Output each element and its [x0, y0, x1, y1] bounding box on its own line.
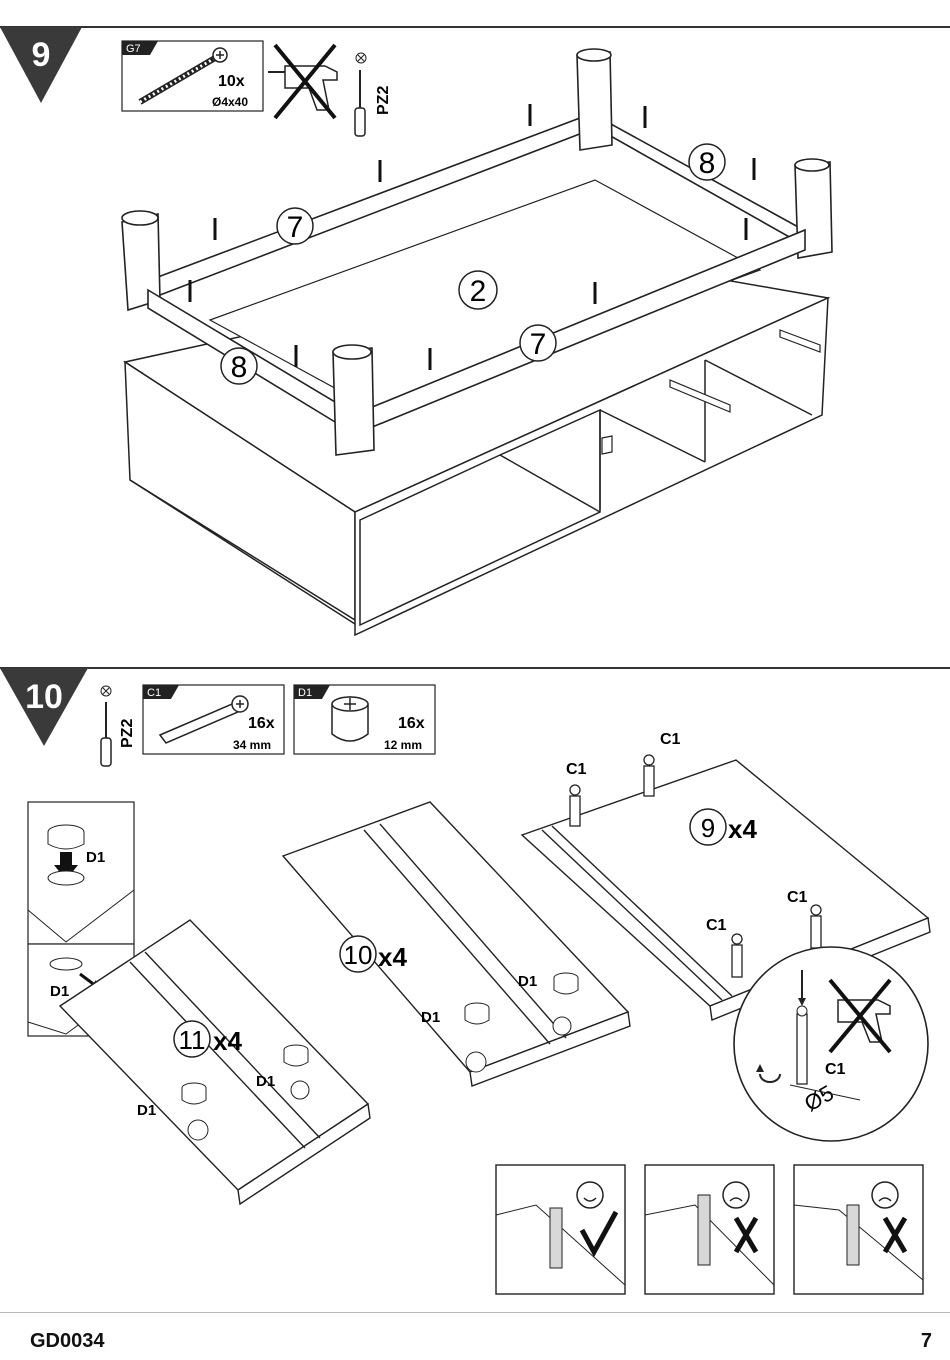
- document-code: GD0034: [30, 1330, 105, 1352]
- cam-lock-icon: [181, 1044, 310, 1141]
- svg-text:8: 8: [231, 351, 248, 384]
- c1-label: C1: [566, 761, 587, 778]
- cam-lock-icon: [464, 972, 579, 1073]
- no-drill-icon: [828, 978, 892, 1054]
- footer-rule: [0, 1312, 950, 1313]
- screw-icon: [138, 47, 228, 105]
- panel-11: [58, 919, 371, 1206]
- d1-label: D1: [421, 1009, 440, 1026]
- d1-label: D1: [137, 1102, 156, 1119]
- part-label-8-right: 8: [688, 143, 726, 181]
- frown-icon: [722, 1181, 750, 1209]
- drawer-runner: [601, 329, 821, 455]
- svg-text:x4: x4: [213, 1026, 242, 1056]
- svg-text:8: 8: [699, 147, 716, 180]
- cross-icon: [733, 1216, 759, 1254]
- step-9-badge: [0, 27, 82, 103]
- no-drill-icon: [268, 43, 338, 120]
- part-labels: 7 8 2 7 8: [220, 143, 726, 385]
- c1-label: C1: [660, 731, 681, 748]
- d1-label: D1: [256, 1073, 275, 1090]
- svg-text:2: 2: [470, 275, 487, 308]
- frown-icon: [871, 1181, 899, 1209]
- part-label-7-front: 7: [519, 324, 557, 362]
- d1-label: D1: [518, 973, 537, 990]
- part-label-8-left: 8: [220, 347, 258, 385]
- hardware-code: C1: [147, 687, 161, 699]
- hardware-size: 12 mm: [384, 738, 422, 752]
- screw-set: [188, 104, 756, 370]
- step-9-number: 9: [32, 36, 51, 74]
- hardware-g7-box: G7 10x Ø4x40: [121, 40, 264, 112]
- hardware-quantity: 16x: [398, 715, 425, 732]
- part-label-2: 2: [458, 270, 498, 310]
- c1-insert-detail: C1 Ø5: [733, 946, 929, 1142]
- cam-bolt-icon: [569, 754, 822, 978]
- cam-lock-icon: [331, 696, 369, 742]
- c1-label: C1: [825, 1061, 846, 1078]
- svg-text:x4: x4: [378, 942, 407, 972]
- hardware-size: 34 mm: [233, 738, 271, 752]
- hardware-size: Ø4x40: [212, 95, 248, 109]
- panel-10: [281, 801, 631, 1087]
- hardware-code: D1: [298, 687, 312, 699]
- step-10-illustration: 10 PZ2 C1 16x 34 mm D1 16x 12 mm: [0, 667, 950, 1295]
- c1-label: C1: [706, 917, 727, 934]
- hardware-c1-box: C1 16x 34 mm: [142, 684, 285, 755]
- check-icon: [579, 1210, 619, 1258]
- screwdriver-icon: [100, 685, 112, 767]
- panel-9-label: 9 x4: [689, 808, 757, 846]
- svg-text:D1: D1: [86, 849, 105, 866]
- svg-text:7: 7: [287, 211, 304, 244]
- cam-bolt-icon: [158, 695, 249, 744]
- hardware-d1-box: D1 16x 12 mm: [293, 684, 436, 755]
- check-boxes: [495, 1164, 924, 1295]
- svg-text:7: 7: [530, 328, 547, 361]
- step-9-illustration: 9 G7 10x Ø4x40 PZ2: [0, 26, 950, 637]
- c1-label: C1: [787, 889, 808, 906]
- step-10-badge: [0, 668, 88, 746]
- svg-text:9: 9: [701, 813, 715, 843]
- svg-text:10: 10: [344, 940, 373, 970]
- page-number: 7: [920, 1330, 932, 1352]
- tool-label: PZ2: [119, 719, 136, 748]
- hardware-quantity: 16x: [248, 715, 275, 732]
- tool-label: PZ2: [375, 86, 392, 115]
- cross-icon: [882, 1216, 908, 1254]
- panel-10-label: 10 x4: [339, 935, 407, 973]
- screwdriver-icon: [354, 52, 367, 137]
- smile-icon: [576, 1181, 604, 1209]
- svg-text:x4: x4: [728, 814, 757, 844]
- svg-text:D1: D1: [50, 983, 69, 1000]
- hardware-quantity: 10x: [218, 73, 245, 90]
- step-10-number: 10: [25, 678, 63, 716]
- svg-text:11: 11: [179, 1025, 206, 1055]
- panel-11-label: 11 x4: [173, 1020, 242, 1058]
- hardware-code: G7: [126, 43, 141, 55]
- part-label-7-back: 7: [276, 207, 314, 245]
